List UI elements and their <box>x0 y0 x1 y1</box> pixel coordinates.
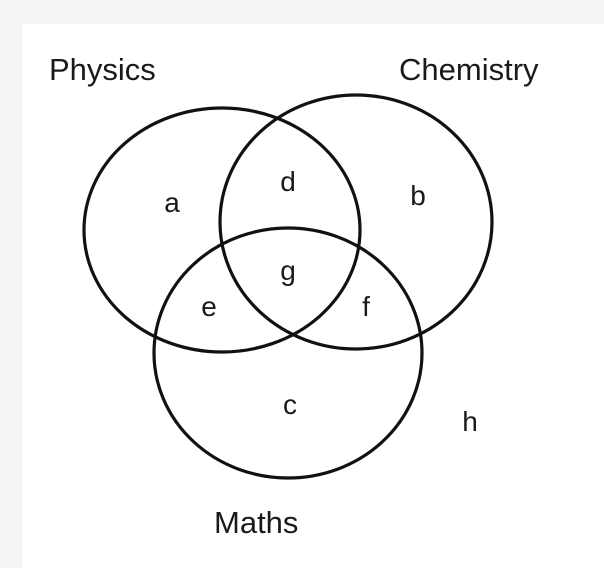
region-a-label: a <box>164 187 180 218</box>
physics-label: Physics <box>49 52 156 87</box>
region-d-label: d <box>280 166 296 197</box>
region-b-label: b <box>410 180 426 211</box>
maths-circle <box>152 226 424 480</box>
region-f-label: f <box>362 291 370 322</box>
chemistry-label: Chemistry <box>399 52 539 87</box>
region-e-label: e <box>201 291 217 322</box>
physics-circle <box>82 106 362 354</box>
region-h-label: h <box>462 406 478 437</box>
region-c-label: c <box>283 389 297 420</box>
diagram-panel <box>22 24 604 568</box>
chemistry-circle <box>218 93 494 351</box>
region-g-label: g <box>280 255 296 286</box>
maths-label: Maths <box>214 505 298 540</box>
